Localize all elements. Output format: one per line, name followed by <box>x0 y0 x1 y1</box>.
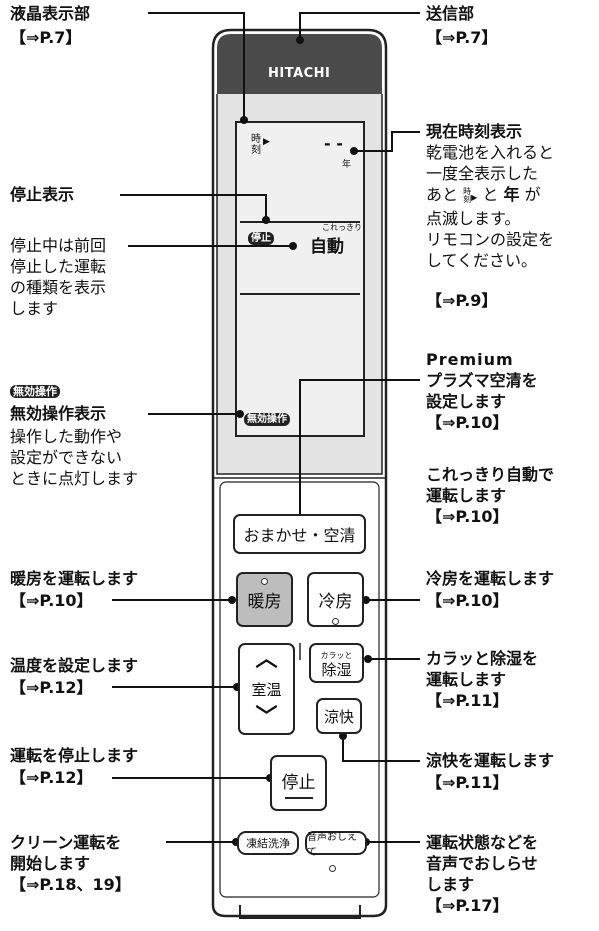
cool-indicator <box>332 618 339 625</box>
callout-invalid-badge: 無効操作 <box>10 380 60 399</box>
voice-info-button[interactable]: 音声おしえて <box>305 831 367 858</box>
callout-stop-display-desc: 停止中は前回 停止した運転 の種類を表示 します <box>10 236 107 318</box>
callout-stop-ref: 【⇒P.12】 <box>10 768 93 787</box>
callout-temp-ref: 【⇒P.12】 <box>10 678 93 697</box>
omakase-air-clean-button[interactable]: おまかせ・空清 <box>233 514 366 554</box>
callout-invalid-title: 無効操作表示 <box>10 404 107 423</box>
callout-cool-title: 冷房を運転します <box>426 569 555 588</box>
temp-control: ︿ 室温 ﹀ <box>238 643 295 735</box>
lcd-clock-arrow-icon: ▶ <box>263 137 270 147</box>
callout-lcd-ref: 【⇒P.7】 <box>10 28 82 47</box>
callout-korekkiri: これっきり自動で 運転します 【⇒P.10】 <box>426 465 555 526</box>
lcd-auto-label: 自動 <box>310 237 344 257</box>
voice-indicator <box>329 865 336 872</box>
callout-stop-display-title: 停止表示 <box>10 185 75 204</box>
lcd-year-label: 年 <box>342 160 352 170</box>
callout-clean: クリーン運転を 開始します 【⇒P.18、19】 <box>10 833 131 894</box>
temp-up-button[interactable]: ︿ <box>255 647 278 672</box>
callout-temp-title: 温度を設定します <box>10 656 139 675</box>
callout-clock-desc: 乾電池を入れると 一度全表示した あと 時刻▶ と 年 が 点滅します。 リモコ… <box>426 143 555 270</box>
ryokai-button[interactable]: 涼快 <box>316 698 362 734</box>
callout-dehumid: カラッと除湿を 運転します 【⇒P.11】 <box>426 649 539 710</box>
callout-heat-ref: 【⇒P.10】 <box>10 591 93 610</box>
brand-logo: HITACHI <box>268 66 331 81</box>
callout-transmitter-ref: 【⇒P.7】 <box>426 28 498 47</box>
lcd-invalid-badge: 無効操作 <box>244 407 290 426</box>
lcd-korekkiri-label: これっきり <box>322 223 362 232</box>
callout-lcd-title: 液晶表示部 <box>10 4 91 23</box>
callout-transmitter-title: 送信部 <box>426 4 475 23</box>
callout-cool-ref: 【⇒P.10】 <box>426 591 509 610</box>
callout-clock-ref: 【⇒P.9】 <box>426 291 498 310</box>
freeze-wash-button[interactable]: 凍結洗浄 <box>237 831 299 855</box>
callout-stop-title: 運転を停止します <box>10 746 139 765</box>
dehumid-button[interactable]: カラッと 除湿 <box>309 643 364 683</box>
clock-inline-icon: 時刻 <box>463 186 472 204</box>
stop-button[interactable]: 停止 <box>270 755 327 811</box>
callout-ryokai-title: 涼快を運転します <box>426 751 555 770</box>
callout-voice: 運転状態などを 音声でおしらせ します 【⇒P.17】 <box>426 833 539 915</box>
heat-indicator <box>261 578 268 585</box>
lcd-clock-label: 時刻 <box>251 134 261 156</box>
lcd-clock-digits: - - <box>324 134 343 153</box>
temp-label: 室温 <box>251 680 282 699</box>
callout-clock-title: 現在時刻表示 <box>426 122 523 141</box>
callout-premium: Premium プラズマ空清を 設定します 【⇒P.10】 <box>426 350 538 432</box>
lcd-stop-badge: 停止 <box>248 226 274 245</box>
cool-button[interactable]: 冷房 <box>307 572 364 627</box>
callout-heat-title: 暖房を運転します <box>10 569 139 588</box>
callout-invalid-desc: 操作した動作や 設定ができない ときに点灯します <box>10 427 139 488</box>
temp-down-button[interactable]: ﹀ <box>255 705 278 730</box>
callout-ryokai-ref: 【⇒P.11】 <box>426 773 509 792</box>
